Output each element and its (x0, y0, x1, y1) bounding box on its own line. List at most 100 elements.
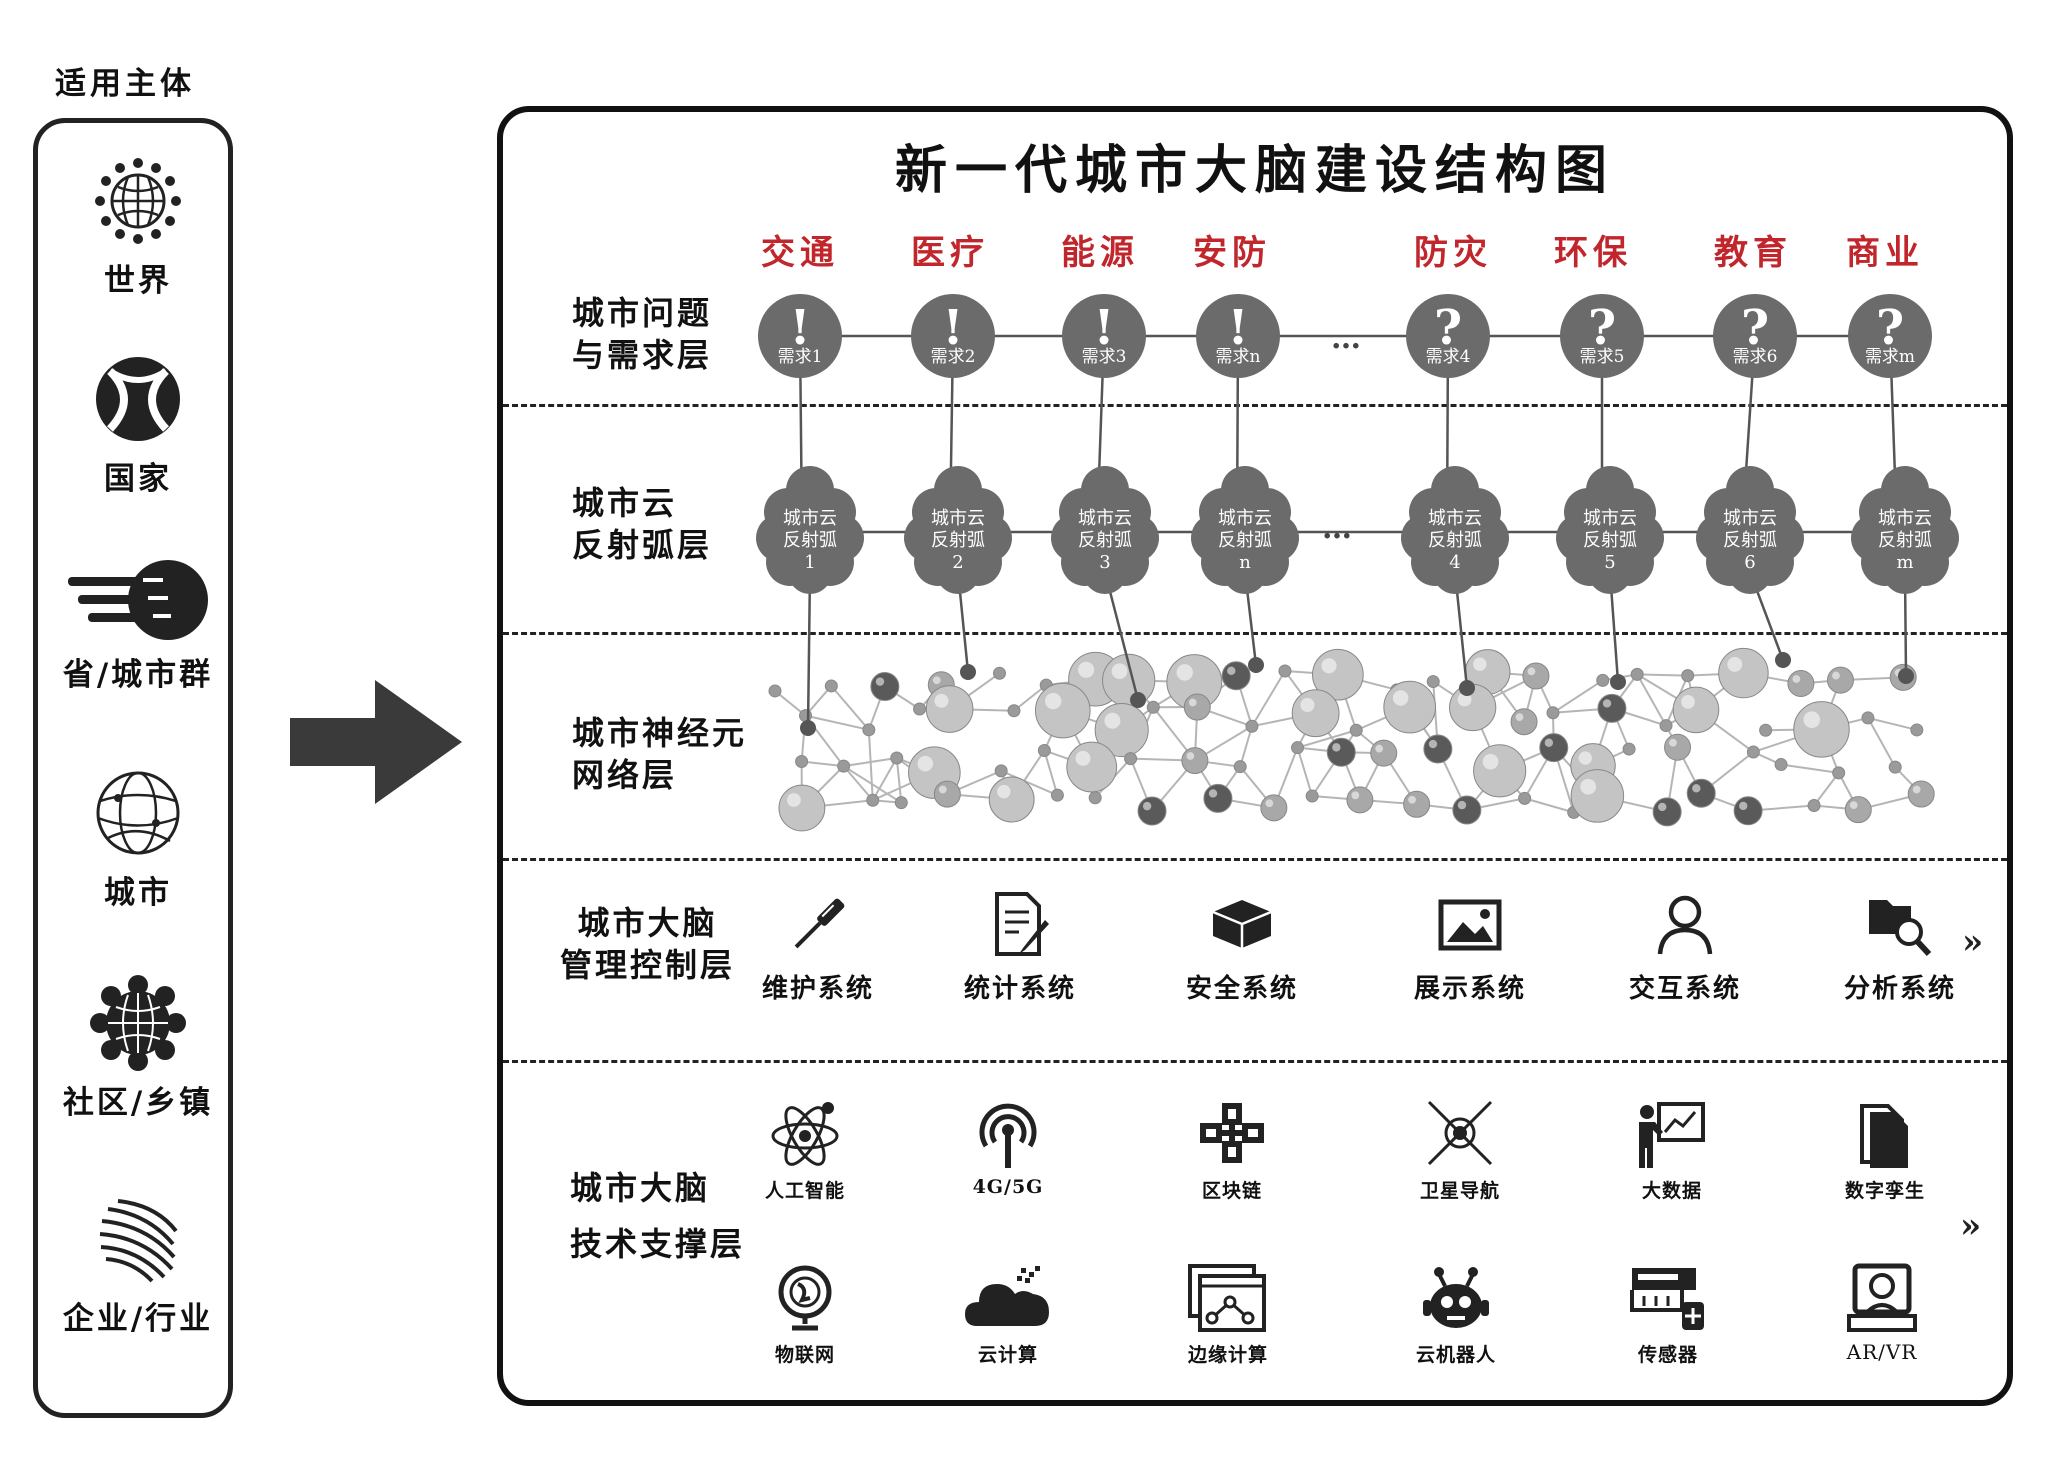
domain-energy: 能源 (1061, 233, 1139, 273)
demand-node[interactable]: !需求2 (911, 294, 995, 378)
neuron-node (1007, 704, 1021, 718)
sys-statistics[interactable]: 统计系统 (930, 890, 1110, 1005)
demand-label: 需求4 (1426, 347, 1471, 367)
sys-interaction[interactable]: 交互系统 (1595, 890, 1775, 1005)
neuron-highlight (1188, 698, 1197, 707)
tech-ai[interactable]: 人工智能 (720, 1098, 890, 1203)
neuron-node (1370, 739, 1398, 767)
neuron-highlight (1669, 738, 1677, 747)
tech-4g5g[interactable]: 4G/5G (923, 1098, 1093, 1198)
neuron-node (1759, 723, 1773, 737)
entity-nation: 国家 (38, 349, 238, 498)
cloud-blob (1716, 498, 1784, 566)
demand-label: 需求2 (931, 347, 976, 367)
blockchain-icon (1200, 1103, 1264, 1163)
neuron-node (994, 764, 1008, 778)
neuron-node (824, 679, 838, 693)
neuron-edge (1239, 725, 1253, 767)
tech-bigdata[interactable]: 大数据 (1587, 1098, 1757, 1203)
neuron-node (1452, 795, 1482, 825)
tech-label-digital-twin: 数字孪生 (1844, 1180, 1925, 1202)
sys-label-statistics: 统计系统 (963, 974, 1076, 1004)
domain-medical: 医疗 (911, 233, 989, 273)
neuron-node (993, 666, 1007, 680)
management-more-chevron[interactable]: » (1962, 922, 1984, 962)
neuron-highlight (1515, 713, 1524, 722)
tech-cloud[interactable]: 云计算 (923, 1262, 1093, 1367)
neuron-node (1807, 798, 1821, 812)
neuron-highlight (1300, 697, 1315, 713)
sys-analysis[interactable]: 分析系统 (1810, 890, 1990, 1005)
wire-globe-icon (96, 771, 180, 855)
speed-globe-icon (68, 560, 208, 640)
neuron-edge (1780, 763, 1839, 774)
tech-robot[interactable]: 云机器人 (1371, 1262, 1541, 1367)
domain-environment: 环保 (1554, 233, 1632, 273)
tech-digital-twin[interactable]: 数字孪生 (1800, 1098, 1970, 1203)
demand-node[interactable]: !需求1 (758, 294, 842, 378)
main-frame (497, 106, 2013, 1406)
neuron-node (1260, 794, 1288, 822)
tech-edge[interactable]: 边缘计算 (1143, 1262, 1313, 1367)
folder-search-icon (1869, 900, 1932, 957)
neuron-node (1844, 796, 1872, 824)
cloud-neuron-link (1103, 571, 1140, 701)
cloud-label: m (1896, 552, 1913, 573)
demand-symbol: ? (1588, 300, 1616, 356)
tech-arvr[interactable]: AR/VR (1797, 1262, 1967, 1364)
neuron-highlight (1075, 750, 1091, 766)
neuron-node (866, 793, 880, 807)
tech-iot[interactable]: 物联网 (720, 1262, 890, 1367)
satellite-icon (1427, 1100, 1493, 1166)
tech-sensor[interactable]: 传感器 (1583, 1262, 1753, 1367)
neuron-highlight (1602, 699, 1612, 708)
neuron-edge (804, 685, 833, 717)
neuron-edge (1013, 684, 1047, 712)
cloud-blob (1071, 498, 1139, 566)
cloud-blob (1576, 498, 1644, 566)
demand-node[interactable]: ?需求m (1848, 294, 1932, 378)
neuron-highlight (917, 755, 934, 772)
neuron-node (1672, 686, 1720, 734)
tech-satellite[interactable]: 卫星导航 (1375, 1098, 1545, 1203)
sys-label-maintenance: 维护系统 (761, 974, 874, 1004)
demand-nodes: !需求1!需求2!需求3!需求n?需求4?需求5?需求6?需求m (758, 294, 1932, 378)
demand-node[interactable]: !需求3 (1062, 294, 1146, 378)
layer-label-neuron-line1: 城市神经元 (572, 714, 748, 752)
divider-management (503, 1060, 2007, 1063)
demand-ellipsis: … (1331, 321, 1361, 356)
neuron-node (1137, 796, 1167, 826)
entity-city: 城市 (38, 763, 238, 912)
neuron-node (890, 751, 904, 765)
demand-node[interactable]: !需求n (1196, 294, 1280, 378)
neuron-edge (1636, 673, 1667, 727)
demand-node[interactable]: ?需求6 (1713, 294, 1797, 378)
demand-node[interactable]: ?需求4 (1406, 294, 1490, 378)
tech-label-blockchain: 区块链 (1201, 1180, 1262, 1202)
entity-label-province: 省/城市群 (62, 657, 214, 693)
sys-security[interactable]: 安全系统 (1152, 890, 1332, 1005)
cloud-icon (965, 1266, 1049, 1326)
sys-display[interactable]: 展示系统 (1380, 890, 1560, 1005)
demand-circle (911, 294, 995, 378)
neuron-edge (867, 729, 874, 801)
atom-icon (771, 1102, 839, 1166)
demand-node[interactable]: ?需求5 (1560, 294, 1644, 378)
tech-label-ai: 人工智能 (764, 1180, 845, 1202)
neuron-highlight (1078, 661, 1095, 678)
sys-maintenance[interactable]: 维护系统 (728, 890, 908, 1005)
neuron-node (837, 759, 851, 773)
demand-label: 需求5 (1580, 347, 1625, 367)
tech-blockchain[interactable]: 区块链 (1147, 1098, 1317, 1203)
entity-province: 省/城市群 (38, 555, 238, 694)
tech-more-chevron[interactable]: » (1960, 1206, 1982, 1246)
neuron-highlight (1527, 667, 1536, 676)
